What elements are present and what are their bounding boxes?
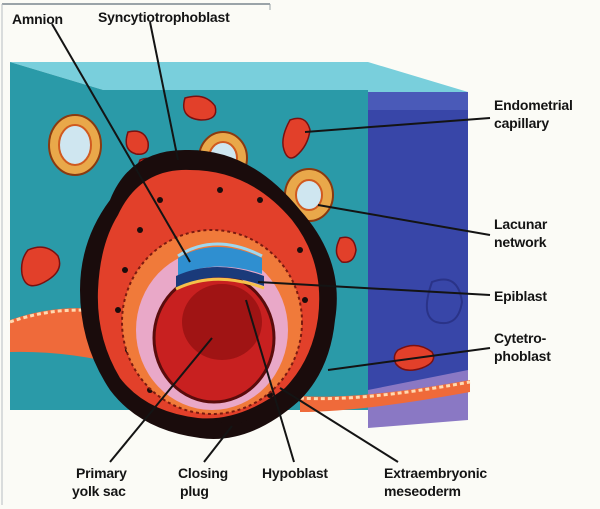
label-extraembryonic-mesoderm-line1: Extraembryonic — [384, 465, 487, 481]
label-lacunar-network-line2: network — [494, 234, 547, 250]
label-closing-plug-line1: Closing — [178, 465, 228, 481]
label-closing-plug-line2: plug — [180, 483, 209, 499]
label-primary-yolk-sac-line1: Primary — [76, 465, 127, 481]
label-endometrial-capillary-line1: Endometrial — [494, 97, 573, 113]
label-syncytiotrophoblast: Syncytiotrophoblast — [98, 9, 230, 25]
label-amnion: Amnion — [12, 11, 63, 27]
label-cytotrophoblast-line2: phoblast — [494, 348, 551, 364]
label-extraembryonic-mesoderm-line2: meseoderm — [384, 483, 461, 499]
endometrium-side-highlight — [368, 92, 468, 110]
label-endometrial-capillary-line2: capillary — [494, 115, 549, 131]
label-cytotrophoblast-line1: Cytetro- — [494, 330, 547, 346]
label-primary-yolk-sac-line2: yolk sac — [72, 483, 126, 499]
label-epiblast: Epiblast — [494, 288, 547, 304]
yolk-sac-shadow — [182, 284, 262, 360]
label-lacunar-network-line1: Lacunar — [494, 216, 548, 232]
label-hypoblast: Hypoblast — [262, 465, 328, 481]
